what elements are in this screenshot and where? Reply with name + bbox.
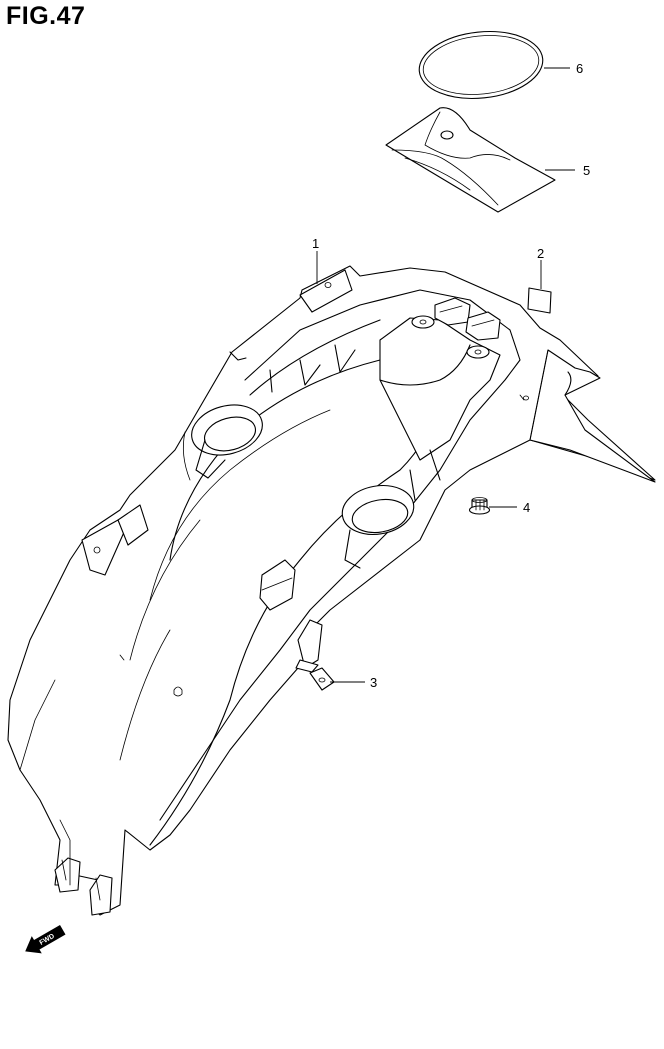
part-4-bolt[interactable] xyxy=(468,497,491,515)
callout-labels: 6 5 1 2 4 3 xyxy=(312,61,590,690)
callout-2: 2 xyxy=(537,246,544,261)
callout-1: 1 xyxy=(312,236,319,251)
fwd-arrow: FWD xyxy=(25,924,66,954)
callout-5: 5 xyxy=(583,163,590,178)
callout-6: 6 xyxy=(576,61,583,76)
leader-lines xyxy=(316,67,575,683)
callout-3: 3 xyxy=(370,675,377,690)
part-5-pad[interactable] xyxy=(385,107,556,213)
part-1-fender[interactable] xyxy=(7,265,656,916)
part-2-label[interactable] xyxy=(527,287,552,314)
callout-4: 4 xyxy=(523,500,530,515)
part-3-clip-nut[interactable] xyxy=(309,667,335,691)
figure-title: FIG.47 xyxy=(6,2,86,30)
part-6-ring[interactable] xyxy=(416,26,546,105)
